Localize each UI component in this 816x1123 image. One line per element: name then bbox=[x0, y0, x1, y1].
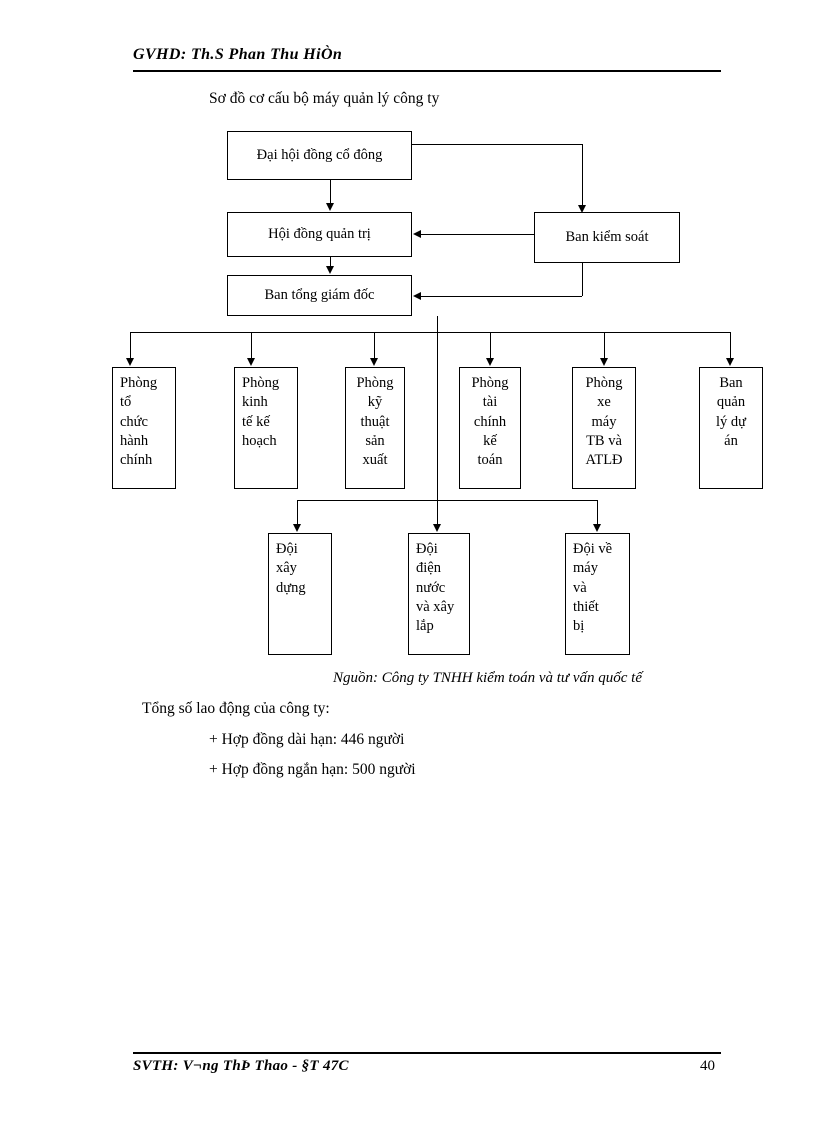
connector-shareholders-supervisory-h bbox=[412, 144, 582, 145]
connector-board-management bbox=[330, 256, 331, 267]
page-footer: SVTH: V¬ng ThÞ Thao - §T 47C bbox=[133, 1058, 349, 1074]
node-board-label: Hội đồng quản trị bbox=[268, 225, 371, 242]
footer-divider bbox=[133, 1052, 721, 1054]
drop-dept-6 bbox=[730, 332, 731, 360]
node-dept-4[interactable]: Phòng tài chính kế toán bbox=[459, 367, 521, 489]
node-team-3-label: Đội về máy và thiết bị bbox=[573, 541, 613, 635]
connector-supervisory-board bbox=[420, 234, 534, 235]
total-employees-label: Tổng số lao động của công ty: bbox=[142, 700, 330, 717]
page-number: 40 bbox=[700, 1058, 715, 1074]
drop-team-3 bbox=[597, 500, 598, 526]
drop-dept-4 bbox=[490, 332, 491, 360]
drop-team-1 bbox=[297, 500, 298, 526]
node-dept-5[interactable]: Phòng xe máy TB và ATLĐ bbox=[572, 367, 636, 489]
source-note: Nguồn: Công ty TNHH kiểm toán và tư vấn … bbox=[333, 670, 642, 686]
connector-shareholders-supervisory-v bbox=[582, 144, 583, 208]
drop-dept-5 bbox=[604, 332, 605, 360]
drop-dept-1 bbox=[130, 332, 131, 360]
arrowhead-supervisory bbox=[577, 205, 586, 213]
header-divider bbox=[133, 70, 721, 72]
node-dept-2-label: Phòng kinh tế kế hoạch bbox=[242, 375, 280, 449]
node-dept-4-label: Phòng tài chính kế toán bbox=[471, 375, 509, 469]
node-team-1[interactable]: Đội xây dựng bbox=[268, 533, 332, 655]
arrowhead-dept-2 bbox=[246, 358, 255, 366]
arrowhead-management bbox=[325, 266, 334, 274]
arrowhead-board bbox=[325, 203, 334, 211]
arrowhead-dept-3 bbox=[369, 358, 378, 366]
connector-bus-team-bus bbox=[437, 332, 438, 500]
arrowhead-team-3 bbox=[592, 524, 601, 532]
node-team-2[interactable]: Đội điện nước và xây lắp bbox=[408, 533, 470, 655]
arrowhead-dept-1 bbox=[125, 358, 134, 366]
diagram-title: Sơ đồ cơ cấu bộ máy quản lý công ty bbox=[209, 90, 440, 107]
node-team-2-label: Đội điện nước và xây lắp bbox=[416, 541, 455, 635]
arrowhead-board-left bbox=[413, 229, 421, 238]
node-supervisory-label: Ban kiểm soát bbox=[565, 228, 649, 245]
node-dept-3[interactable]: Phòng kỹ thuật sản xuất bbox=[345, 367, 405, 489]
node-management-label: Ban tổng giám đốc bbox=[264, 286, 375, 303]
node-supervisory[interactable]: Ban kiểm soát bbox=[534, 212, 680, 263]
node-dept-2[interactable]: Phòng kinh tế kế hoạch bbox=[234, 367, 298, 489]
page-header: GVHD: Th.S Phan Thu HiÒn bbox=[133, 46, 343, 63]
connector-management-bus bbox=[437, 316, 438, 332]
node-dept-1-label: Phòng tổ chức hành chính bbox=[120, 375, 158, 469]
node-dept-3-label: Phòng kỹ thuật sản xuất bbox=[356, 375, 394, 469]
node-team-1-label: Đội xây dựng bbox=[276, 541, 306, 596]
connector-supervisory-management-h bbox=[420, 296, 582, 297]
node-dept-5-label: Phòng xe máy TB và ATLĐ bbox=[585, 375, 623, 469]
arrowhead-dept-4 bbox=[485, 358, 494, 366]
connector-supervisory-management-v bbox=[582, 263, 583, 296]
node-dept-1[interactable]: Phòng tổ chức hành chính bbox=[112, 367, 176, 489]
node-shareholders-label: Đại hội đồng cổ đông bbox=[256, 146, 383, 163]
node-team-3[interactable]: Đội về máy và thiết bị bbox=[565, 533, 630, 655]
arrowhead-team-2 bbox=[432, 524, 441, 532]
node-dept-6-label: Ban quản lý dự án bbox=[715, 375, 746, 449]
arrowhead-team-1 bbox=[292, 524, 301, 532]
short-term-contract-line: + Hợp đồng ngắn hạn: 500 người bbox=[209, 761, 416, 778]
connector-shareholders-board bbox=[330, 180, 331, 204]
node-shareholders[interactable]: Đại hội đồng cổ đông bbox=[227, 131, 412, 180]
node-board[interactable]: Hội đồng quản trị bbox=[227, 212, 412, 257]
drop-team-2 bbox=[437, 500, 438, 526]
long-term-contract-line: + Hợp đồng dài hạn: 446 người bbox=[209, 731, 405, 748]
arrowhead-dept-5 bbox=[599, 358, 608, 366]
arrowhead-dept-6 bbox=[725, 358, 734, 366]
department-bus bbox=[130, 332, 730, 333]
drop-dept-3 bbox=[374, 332, 375, 360]
node-management[interactable]: Ban tổng giám đốc bbox=[227, 275, 412, 316]
arrowhead-management-left bbox=[413, 291, 421, 300]
drop-dept-2 bbox=[251, 332, 252, 360]
node-dept-6[interactable]: Ban quản lý dự án bbox=[699, 367, 763, 489]
team-bus bbox=[297, 500, 597, 501]
